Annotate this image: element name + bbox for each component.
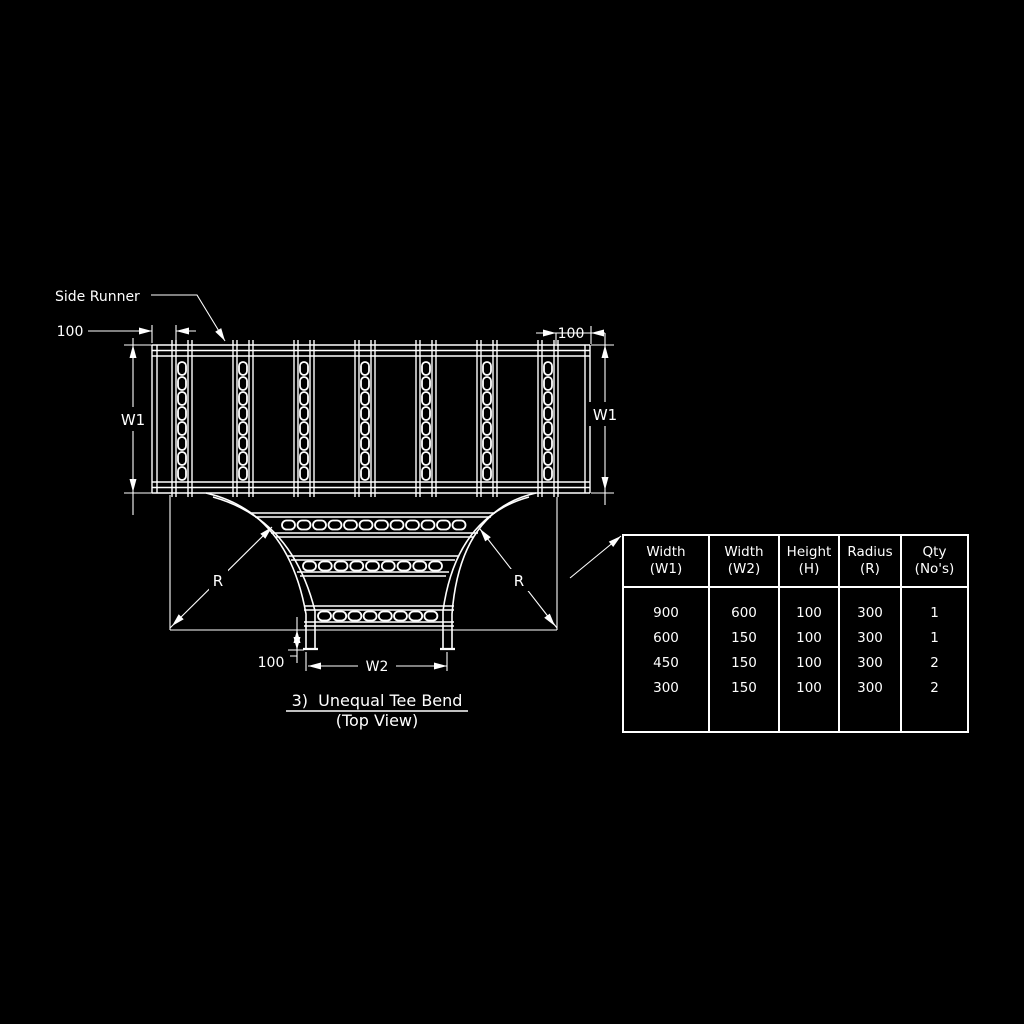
dim-100-tr-arrow-left [591, 329, 604, 337]
radius-left-arrow-curve [260, 527, 272, 539]
header-line: (H) [798, 561, 820, 577]
right-curve-outer [451, 492, 537, 650]
table-cell: 300 [857, 604, 883, 621]
header-line: (No's) [914, 561, 955, 577]
title-line-2: (Top View) [336, 711, 419, 730]
left-curve-outer [205, 492, 307, 650]
table-cell: 450 [653, 654, 679, 671]
table-cell: 100 [796, 679, 822, 696]
header-line: (W2) [727, 561, 761, 577]
table-leader-arrow [608, 536, 621, 547]
ladder-rungs [171, 340, 559, 622]
tee-branch [205, 492, 537, 651]
w1-right-arrow-up [601, 345, 609, 358]
table-cell: 600 [653, 629, 679, 646]
table-cell: 150 [731, 629, 757, 646]
w2-arrow-right [434, 662, 447, 670]
dim-100-tl-arrow-left [176, 327, 189, 335]
w2-arrow-left [308, 662, 321, 670]
header-line: Width [646, 544, 686, 560]
dim-100-bottom-label: 100 [258, 655, 285, 671]
table-cell: 150 [731, 679, 757, 696]
table-cell: 300 [857, 679, 883, 696]
header-line: Height [786, 544, 832, 560]
text-masks [116, 402, 622, 675]
radius-right-arrow-curve [480, 529, 491, 542]
table-column-radius: Radius (R) 300 300 300 300 [840, 536, 902, 731]
specification-table: Width (W1) 900 600 450 300 Width (W2) 60… [622, 534, 969, 733]
branch-rung-row-3-lines [304, 605, 454, 627]
dim-100-tr-arrow-right [543, 329, 556, 337]
annotation-labels: Side Runner 100 100 W1 W1 R R 100 W2 [55, 289, 617, 675]
table-cell: 300 [653, 679, 679, 696]
table-cell: 1 [930, 629, 939, 646]
radius-left-arrow-corner [172, 614, 184, 626]
header-line: (R) [860, 561, 880, 577]
right-curve-inner [442, 496, 530, 650]
tray-run [151, 344, 591, 494]
w1-right-label: W1 [593, 406, 617, 424]
radius-left-label: R [213, 572, 223, 590]
radius-right-arrow-corner [544, 613, 555, 626]
w1-left-label: W1 [121, 411, 145, 429]
title-line-1: 3) Unequal Tee Bend [292, 691, 463, 710]
side-runner-label: Side Runner [55, 289, 140, 305]
dim-100-bottom-arrow-down [293, 637, 301, 650]
radius-right-label: R [514, 572, 524, 590]
left-curve-inner [212, 496, 316, 650]
side-runner-leader-line [151, 294, 226, 342]
dim-100-tl-arrow-right [139, 327, 152, 335]
w1-left-arrow-up [129, 345, 137, 358]
column-header: Width (W2) [710, 536, 778, 588]
arrowheads [129, 327, 621, 670]
branch-rung-row-2-lines [288, 555, 458, 577]
table-cell: 150 [731, 654, 757, 671]
table-cell: 900 [653, 604, 679, 621]
table-cell: 100 [796, 629, 822, 646]
w2-label: W2 [366, 659, 389, 675]
column-header: Qty (No's) [902, 536, 967, 588]
table-cell: 300 [857, 654, 883, 671]
table-cell: 100 [796, 654, 822, 671]
table-cell: 2 [930, 654, 939, 671]
table-cell: 300 [857, 629, 883, 646]
radius-boundary-lines [169, 495, 558, 631]
dim-100-top-right-label: 100 [558, 326, 585, 342]
header-line: Qty [922, 544, 947, 560]
table-cell: 2 [930, 679, 939, 696]
column-header: Height (H) [780, 536, 838, 588]
table-cell: 600 [731, 604, 757, 621]
column-header: Width (W1) [624, 536, 708, 588]
w1-left-arrow-down [129, 479, 137, 492]
header-line: Width [724, 544, 764, 560]
branch-rung-row-1-lines [251, 512, 495, 538]
table-column-qty: Qty (No's) 1 1 2 2 [902, 536, 967, 731]
header-line: Radius [847, 544, 893, 560]
w1-right-arrow-down [601, 477, 609, 490]
table-cell: 100 [796, 604, 822, 621]
header-line: (W1) [649, 561, 683, 577]
dim-100-top-left-lines [88, 325, 196, 343]
dim-100-top-left-label: 100 [57, 324, 84, 340]
column-header: Radius (R) [840, 536, 900, 588]
side-runner-arrow [215, 328, 225, 341]
tray-end-caps [151, 345, 591, 493]
table-cell: 1 [930, 604, 939, 621]
table-column-w2: Width (W2) 600 150 150 150 [710, 536, 780, 731]
side-runner-rails [152, 344, 590, 494]
table-column-w1: Width (W1) 900 600 450 300 [624, 536, 710, 731]
drawing-title: 3) Unequal Tee Bend (Top View) [286, 691, 468, 730]
table-column-height: Height (H) 100 100 100 100 [780, 536, 840, 731]
